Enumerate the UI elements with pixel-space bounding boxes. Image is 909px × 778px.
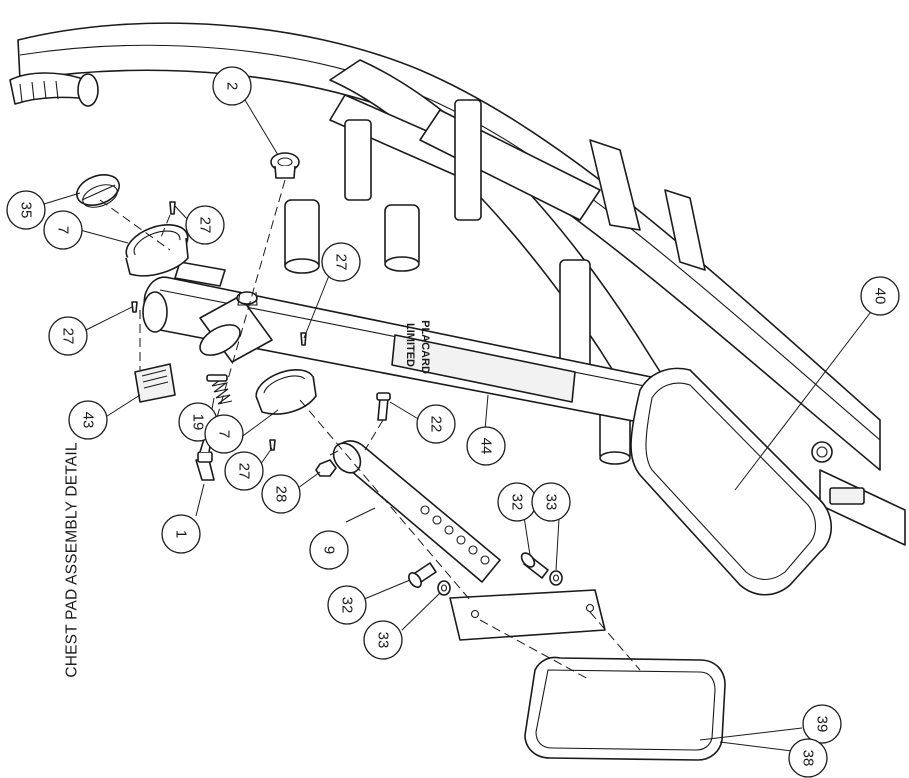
assembly-center-lines <box>99 179 641 681</box>
adjustment-arm-9 <box>332 440 501 583</box>
washer-33-right <box>549 570 563 586</box>
callout-32-left: 32 <box>327 585 367 625</box>
bolt-22 <box>376 392 391 421</box>
svg-text:22: 22 <box>428 416 445 433</box>
callout-2: 2 <box>212 66 252 106</box>
bolt-32-left <box>408 562 437 588</box>
svg-text:32: 32 <box>509 494 526 511</box>
bushing-7-upper <box>125 224 189 277</box>
svg-text:7: 7 <box>55 226 72 234</box>
svg-text:27: 27 <box>60 328 77 345</box>
svg-text:33: 33 <box>543 494 560 511</box>
svg-text:19: 19 <box>190 414 207 431</box>
seat-pad-38-39 <box>524 656 726 761</box>
callout-1: 1 <box>161 514 201 554</box>
nut-28 <box>315 459 337 477</box>
bushing-7-lower <box>255 368 317 415</box>
callout-22: 22 <box>416 404 456 444</box>
callout-27-upper: 27 <box>185 205 225 245</box>
callout-32-right: 32 <box>497 482 537 522</box>
callout-33-right: 33 <box>531 482 571 522</box>
svg-text:28: 28 <box>273 486 290 503</box>
svg-text:27: 27 <box>333 254 350 271</box>
callout-43: 43 <box>68 400 108 440</box>
label-plate-43 <box>134 363 176 403</box>
main-post-44: LIMITED PLACARD <box>142 261 706 431</box>
bolt-32-right <box>520 552 549 579</box>
svg-text:35: 35 <box>18 202 35 219</box>
mounting-plate <box>449 589 606 641</box>
washer-33-left <box>437 580 451 596</box>
end-cap-35 <box>75 174 121 208</box>
svg-text:39: 39 <box>814 716 831 733</box>
callout-7-upper: 7 <box>43 210 83 250</box>
svg-text:1: 1 <box>173 530 190 538</box>
screws-27 <box>131 201 307 451</box>
adjustment-holes <box>420 505 490 565</box>
svg-text:2: 2 <box>224 82 241 90</box>
plug-2 <box>270 152 300 179</box>
callout-28: 28 <box>261 474 301 514</box>
callout-27-lower: 27 <box>224 451 264 491</box>
svg-text:9: 9 <box>321 546 338 554</box>
drawing-title: CHEST PAD ASSEMBLY DETAIL <box>64 442 81 677</box>
callout-38: 38 <box>788 738 828 778</box>
chest-pad-40 <box>630 367 832 596</box>
svg-text:43: 43 <box>80 412 97 429</box>
callout-9: 9 <box>309 530 349 570</box>
svg-text:27: 27 <box>197 217 214 234</box>
svg-text:32: 32 <box>339 597 356 614</box>
callout-44: 44 <box>466 426 506 466</box>
svg-text:33: 33 <box>375 632 392 649</box>
svg-text:7: 7 <box>216 430 233 438</box>
callout-27-center: 27 <box>321 242 361 282</box>
callout-39: 39 <box>802 704 842 744</box>
frame-label-line1: LIMITED <box>404 323 416 367</box>
callout-7-lower: 7 <box>204 414 244 454</box>
callout-35: 35 <box>6 190 46 230</box>
svg-text:40: 40 <box>872 288 889 305</box>
callout-33-left: 33 <box>363 620 403 660</box>
callout-27-left: 27 <box>48 316 88 356</box>
svg-text:44: 44 <box>478 438 495 455</box>
frame-label-line2: PLACARD <box>419 320 431 374</box>
svg-text:38: 38 <box>800 750 817 767</box>
svg-text:27: 27 <box>236 463 253 480</box>
spring-19 <box>206 374 233 405</box>
callout-40: 40 <box>860 276 900 316</box>
